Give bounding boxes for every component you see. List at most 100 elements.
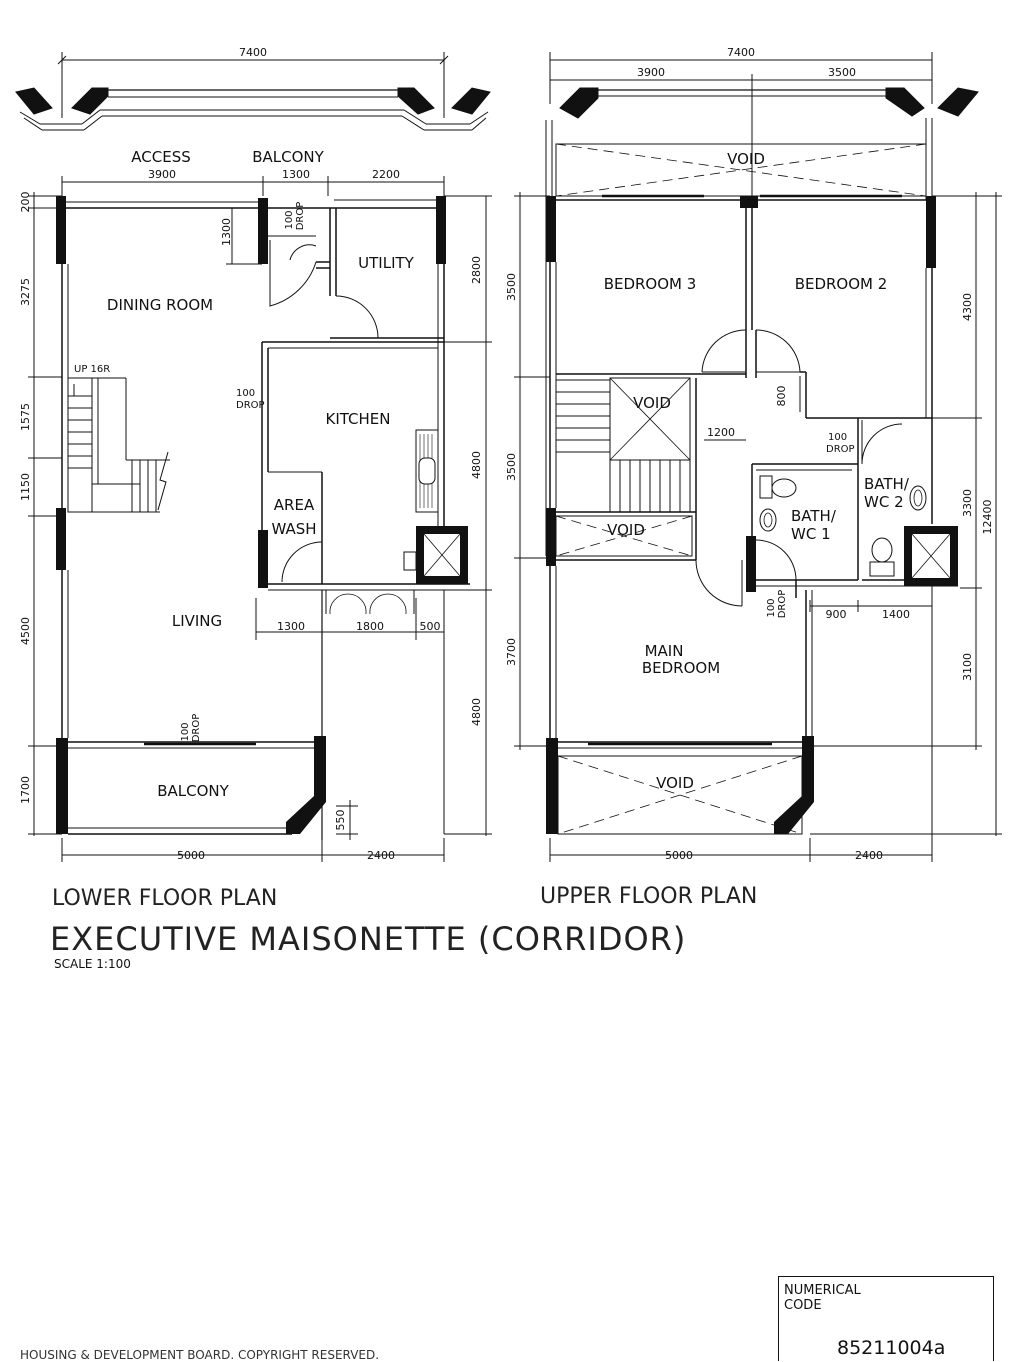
lower-utility-walls	[268, 208, 444, 339]
lower-label-wash: WASH	[271, 520, 316, 538]
upper-bottom-dimension	[549, 838, 932, 862]
lower-dim-2800: 2800	[470, 256, 483, 284]
upper-dim-3500-left-b: 3500	[505, 453, 518, 481]
upper-drop-2b: DROP	[777, 590, 788, 619]
lower-dim-500: 500	[420, 620, 441, 633]
lower-exterior-walls	[56, 196, 446, 834]
upper-top-dimension	[549, 52, 933, 196]
lower-subdimension-row	[61, 176, 445, 196]
lower-interior-dimensions	[226, 207, 444, 840]
lower-floor-plan	[15, 52, 492, 862]
drawing-title: EXECUTIVE MAISONETTE (CORRIDOR)	[50, 920, 686, 958]
numerical-code-value: 85211004a	[837, 1337, 946, 1359]
upper-right-dimensions	[810, 192, 1002, 836]
lower-dim-1300: 1300	[282, 168, 310, 181]
lower-dim-1800: 1800	[356, 620, 384, 633]
lower-dim-4500: 4500	[19, 617, 32, 645]
lower-drop-3b: DROP	[191, 714, 202, 743]
upper-label-bath1a: BATH/	[791, 507, 837, 525]
upper-dim-1200: 1200	[707, 426, 735, 439]
upper-drop-1b: DROP	[826, 444, 855, 455]
upper-stair-void	[555, 377, 746, 607]
upper-plan-title: UPPER FLOOR PLAN	[540, 884, 757, 909]
lower-dim-1300-h: 1300	[277, 620, 305, 633]
lower-dim-3900: 3900	[148, 168, 176, 181]
upper-bedroom-partitions	[556, 208, 932, 419]
lower-label-access: ACCESS	[131, 148, 190, 166]
lower-dim-3275: 3275	[19, 278, 32, 306]
titles: LOWER FLOOR PLAN UPPER FLOOR PLAN EXECUT…	[50, 884, 757, 971]
upper-drop-1a: 100	[828, 432, 847, 443]
upper-drop-2a: 100	[766, 598, 777, 617]
upper-main-bedroom	[556, 580, 933, 862]
upper-label-void-stair: VOID	[633, 394, 671, 412]
upper-bottom-void	[557, 736, 814, 835]
upper-label-bedroom3: BEDROOM 3	[604, 275, 697, 293]
upper-dim-overall: 7400	[727, 46, 755, 59]
upper-floor-plan	[514, 52, 1002, 862]
upper-dim-3300: 3300	[961, 489, 974, 517]
lower-label-utility: UTILITY	[358, 254, 415, 272]
lower-dim-200: 200	[19, 192, 32, 213]
lower-label-up16r: UP 16R	[74, 364, 110, 375]
upper-dim-3700: 3700	[505, 638, 518, 666]
numerical-code-box: NUMERICAL CODE 85211004a	[778, 1276, 994, 1361]
lower-dim-1575: 1575	[19, 403, 32, 431]
lower-dim-4800-b: 4800	[470, 698, 483, 726]
numerical-code-label: NUMERICAL CODE	[784, 1283, 861, 1313]
lower-dim-1700: 1700	[19, 776, 32, 804]
lower-dim-550: 550	[334, 810, 347, 831]
upper-dim-3900: 3900	[637, 66, 665, 79]
lower-label-living: LIVING	[172, 612, 222, 630]
lower-drop-2b: DROP	[236, 400, 265, 411]
lower-staircase	[67, 377, 170, 513]
lower-label-area: AREA	[274, 496, 315, 514]
lower-text: 7400 ACCESS BALCONY 3900 1300 2200 200 3…	[19, 46, 483, 862]
upper-dim-1400: 1400	[882, 608, 910, 621]
upper-label-bath2b: WC 2	[864, 493, 904, 511]
lower-label-balcony: BALCONY	[157, 782, 229, 800]
lower-drop-1b: DROP	[295, 202, 306, 231]
lower-dim-overall: 7400	[239, 46, 267, 59]
lower-plan-title: LOWER FLOOR PLAN	[52, 886, 277, 911]
lower-right-dimensions	[443, 195, 492, 836]
upper-dim-3100: 3100	[961, 653, 974, 681]
upper-label-main1: MAIN	[645, 642, 684, 660]
upper-dim-3500-top: 3500	[828, 66, 856, 79]
upper-dim-900: 900	[826, 608, 847, 621]
upper-text: 7400 3900 3500 VOID BEDROOM 3 BEDROOM 2 …	[505, 46, 994, 862]
lower-dim-4800-a: 4800	[470, 451, 483, 479]
upper-dim-800: 800	[775, 386, 788, 407]
lower-label-kitchen: KITCHEN	[326, 410, 391, 428]
lower-label-balcony-top: BALCONY	[252, 148, 324, 166]
lower-drop-3a: 100	[180, 722, 191, 741]
lower-bottom-dimension	[61, 838, 445, 862]
lower-balcony	[68, 736, 358, 840]
upper-label-bath2a: BATH/	[864, 475, 910, 493]
lower-label-dining: DINING ROOM	[107, 296, 213, 314]
upper-left-dimensions	[514, 192, 550, 750]
lower-kitchen-walls	[258, 341, 470, 615]
upper-dim-2400: 2400	[855, 849, 883, 862]
lower-dim-5000: 5000	[177, 849, 205, 862]
upper-dim-3500-left-a: 3500	[505, 273, 518, 301]
upper-label-void-bottom: VOID	[656, 774, 694, 792]
lower-dim-1150: 1150	[19, 473, 32, 501]
lower-dim-2200: 2200	[372, 168, 400, 181]
upper-exterior-walls	[546, 194, 936, 834]
upper-label-bath1b: WC 1	[791, 525, 831, 543]
upper-label-void-mid: VOID	[607, 521, 645, 539]
lower-drop-1a: 100	[284, 210, 295, 229]
upper-label-void-top: VOID	[727, 150, 765, 168]
lower-top-dimension	[57, 52, 449, 118]
lower-dim-2400: 2400	[367, 849, 395, 862]
upper-dim-12400: 12400	[981, 500, 994, 535]
lower-dim-1300-vertical: 1300	[220, 218, 233, 246]
upper-dim-4300: 4300	[961, 293, 974, 321]
upper-bath-1	[741, 418, 859, 606]
upper-label-bedroom2: BEDROOM 2	[795, 275, 888, 293]
upper-bath-2	[810, 420, 958, 587]
lower-drop-2a: 100	[236, 388, 255, 399]
scale-label: SCALE 1:100	[54, 957, 131, 971]
